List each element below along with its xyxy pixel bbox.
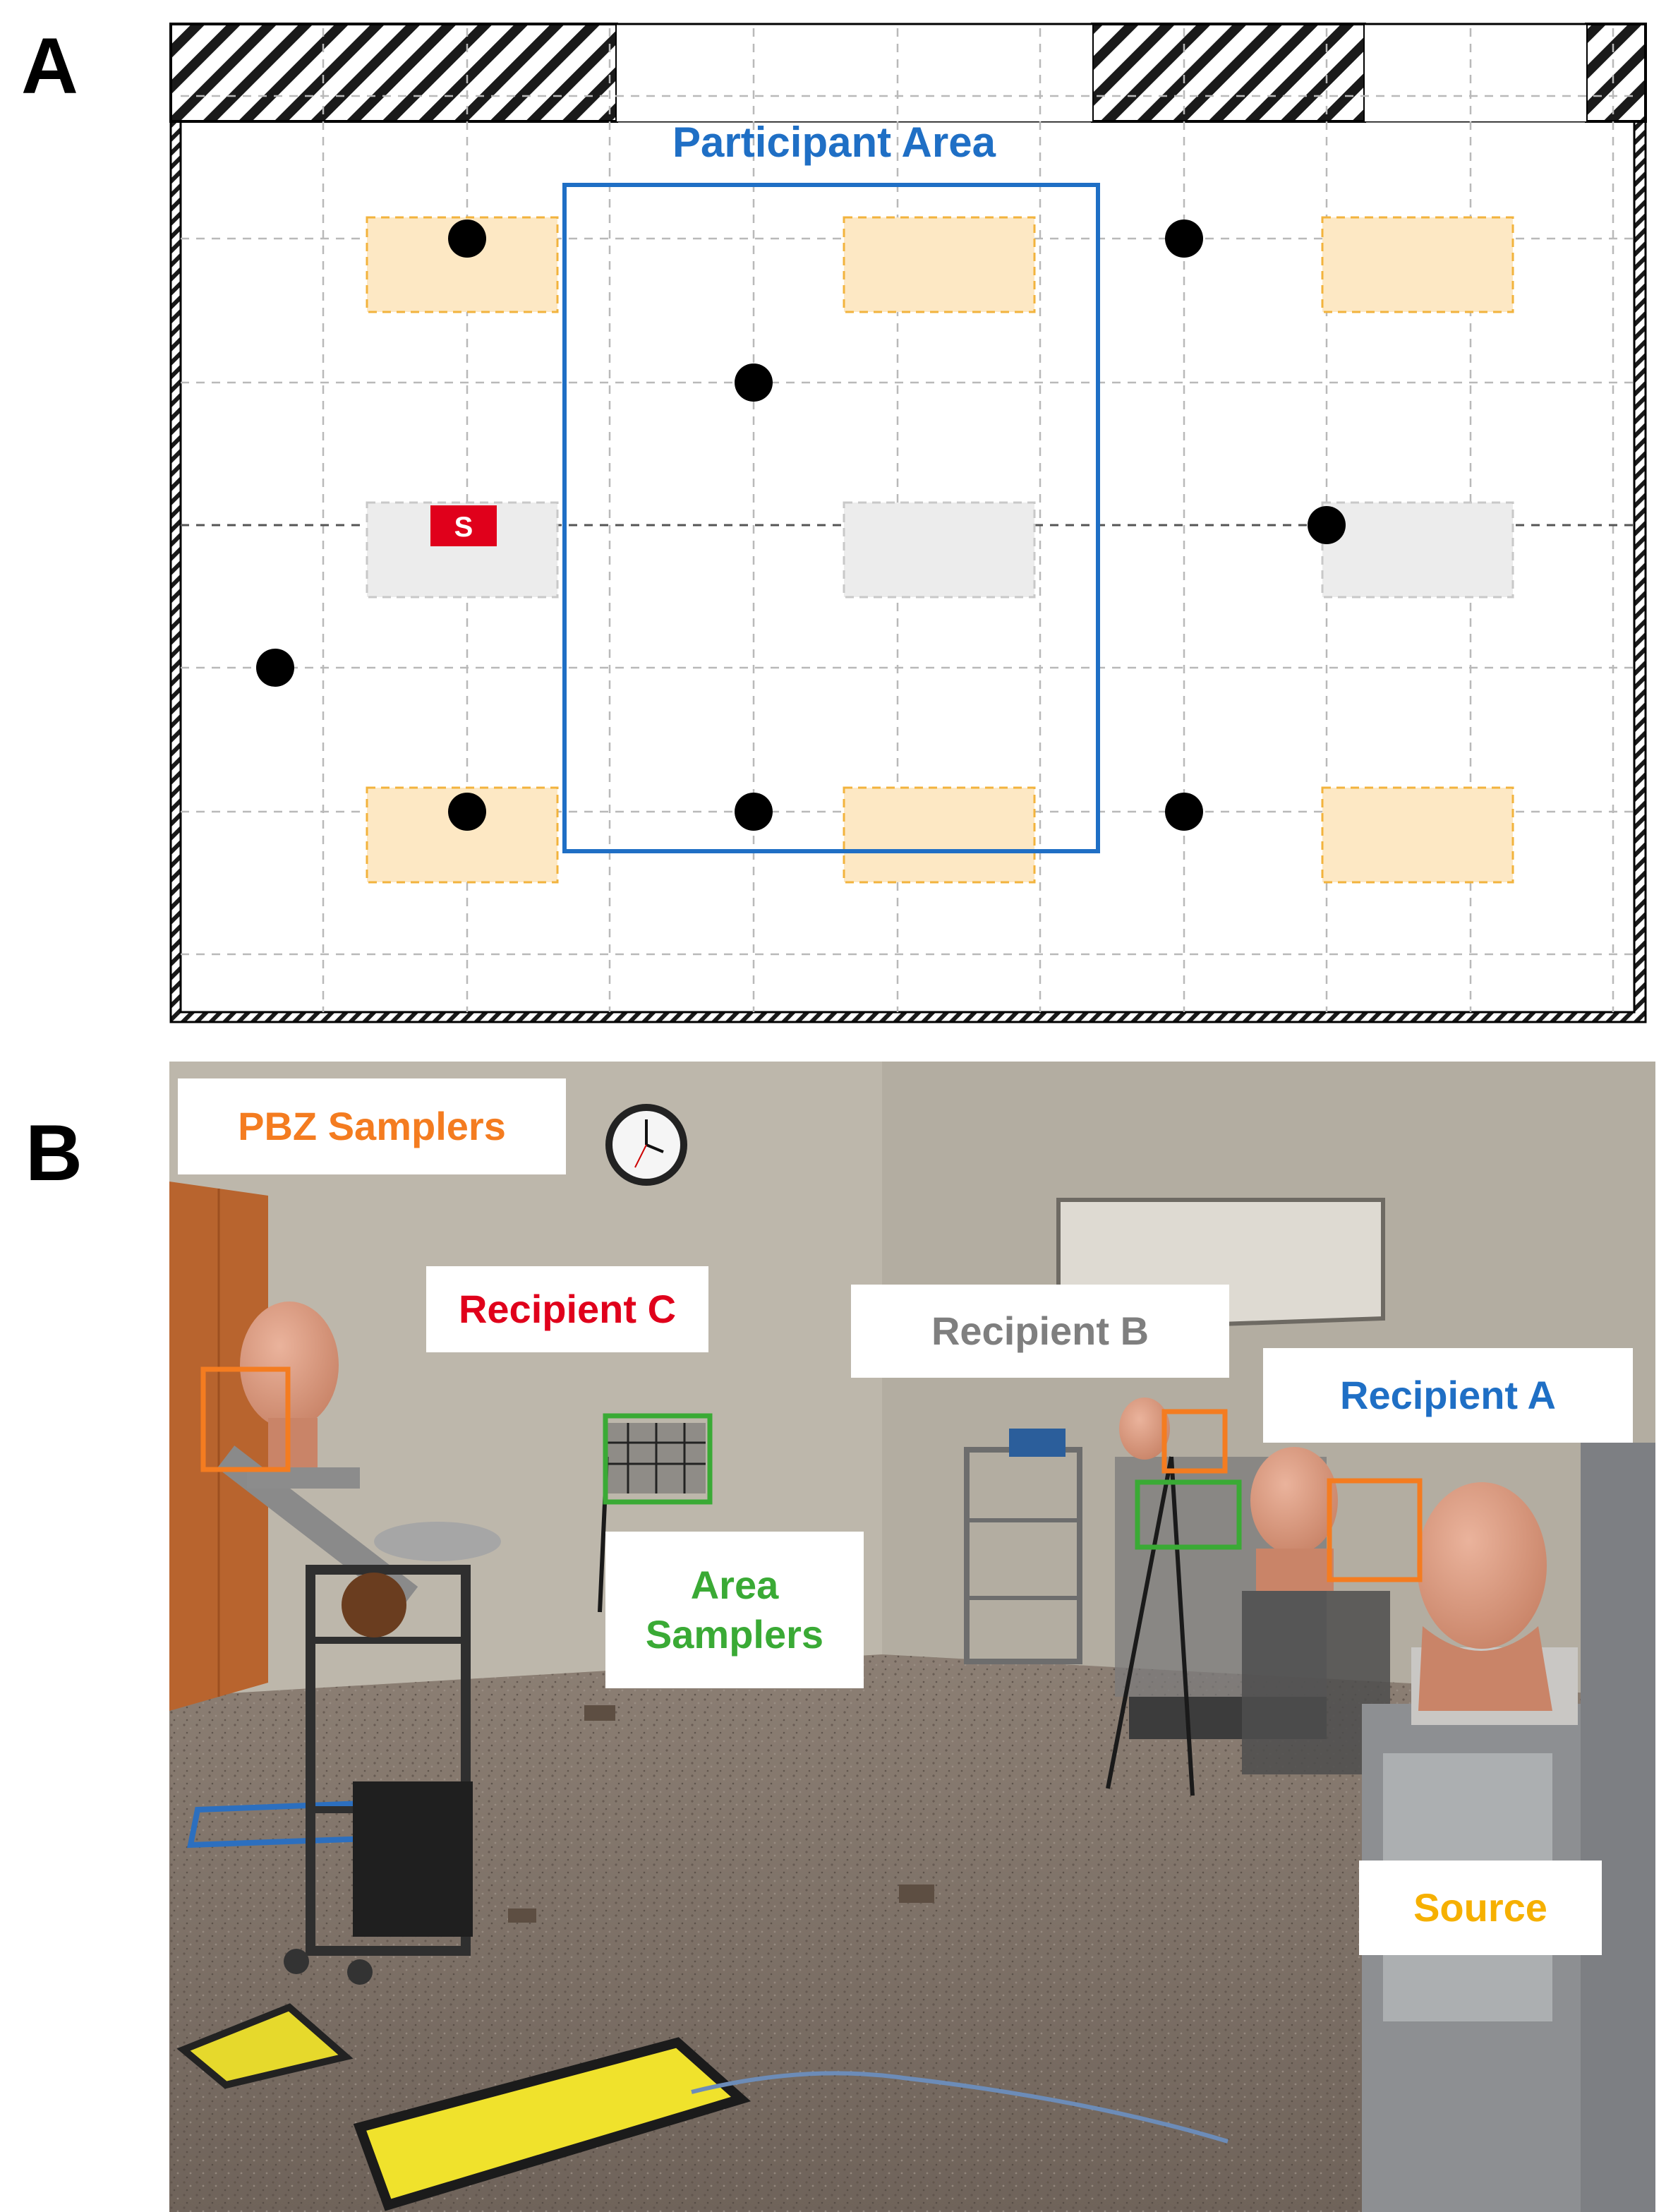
label-recipient-c-text: Recipient C — [458, 1287, 677, 1331]
sampler-dot — [256, 649, 294, 687]
area-sampler-boxes — [603, 1413, 1242, 1550]
floor-outlet — [508, 1909, 536, 1923]
sampler-dot — [448, 793, 486, 831]
source-marker — [430, 505, 497, 546]
area-box-left — [603, 1413, 713, 1505]
desk — [1321, 216, 1514, 313]
cable-ramp-front — [353, 2037, 752, 2211]
desk — [843, 786, 1036, 884]
wall-segment — [1091, 23, 1366, 123]
label-area-samplers-text: Area Samplers — [645, 1563, 824, 1657]
mannequin-recipient-b — [1119, 1397, 1170, 1460]
mannequin-recipient-c — [240, 1302, 339, 1429]
sampler-dot — [1165, 220, 1203, 258]
label-source-text: Source — [1413, 1885, 1547, 1930]
area-box-right — [1135, 1479, 1242, 1550]
participant-area-box — [562, 183, 1100, 853]
floor-plan: Participant Area S — [169, 23, 1647, 1023]
pbz-box-recipient-a — [1327, 1478, 1423, 1582]
desk — [1321, 786, 1514, 884]
label-pbz-samplers: PBZ Samplers — [178, 1078, 566, 1174]
cable-ramp-left — [176, 2003, 354, 2089]
sampler-dots — [256, 220, 1346, 831]
desk-grey — [843, 501, 1036, 599]
doorway — [617, 24, 1092, 121]
desk-grey — [1321, 501, 1514, 599]
sampler-dot — [735, 793, 773, 831]
pbz-box-recipient-c — [200, 1366, 291, 1472]
label-source: Source — [1359, 1861, 1602, 1955]
sampler-dot — [735, 363, 773, 402]
room-photo — [169, 1062, 1655, 2212]
label-recipient-b: Recipient B — [851, 1285, 1229, 1378]
mannequin-recipient-a — [1250, 1447, 1338, 1554]
label-recipient-a: Recipient A — [1263, 1348, 1633, 1443]
desk — [843, 216, 1036, 313]
pbz-box-recipient-b — [1161, 1409, 1228, 1474]
wall-segment — [169, 23, 618, 123]
grey-desks — [366, 501, 1514, 599]
panel-a-letter: A — [21, 22, 78, 110]
label-pbz-samplers-text: PBZ Samplers — [238, 1104, 506, 1148]
wall-segment — [1585, 23, 1647, 123]
label-area-samplers: Area Samplers — [605, 1532, 864, 1688]
floor-outlet — [584, 1705, 615, 1721]
label-recipient-a-text: Recipient A — [1340, 1373, 1556, 1417]
label-recipient-b-text: Recipient B — [931, 1309, 1149, 1353]
floor-outlet — [899, 1885, 934, 1903]
doorway — [1365, 24, 1586, 121]
room-photo-panel: PBZ Samplers Recipient C Recipient B Rec… — [169, 1062, 1655, 2212]
participant-area-label: Participant Area — [672, 119, 996, 166]
sampler-dot — [1308, 506, 1346, 544]
pbz-sampler-boxes — [200, 1366, 1423, 1582]
recipient-c-cart — [306, 1565, 471, 1956]
sampler-dot — [448, 220, 486, 258]
label-recipient-c: Recipient C — [426, 1266, 708, 1352]
mannequin-source — [1417, 1482, 1547, 1649]
sampler-dot — [1165, 793, 1203, 831]
desks — [366, 216, 1514, 884]
source-marker-label: S — [454, 512, 473, 543]
panel-b-letter: B — [25, 1109, 83, 1197]
